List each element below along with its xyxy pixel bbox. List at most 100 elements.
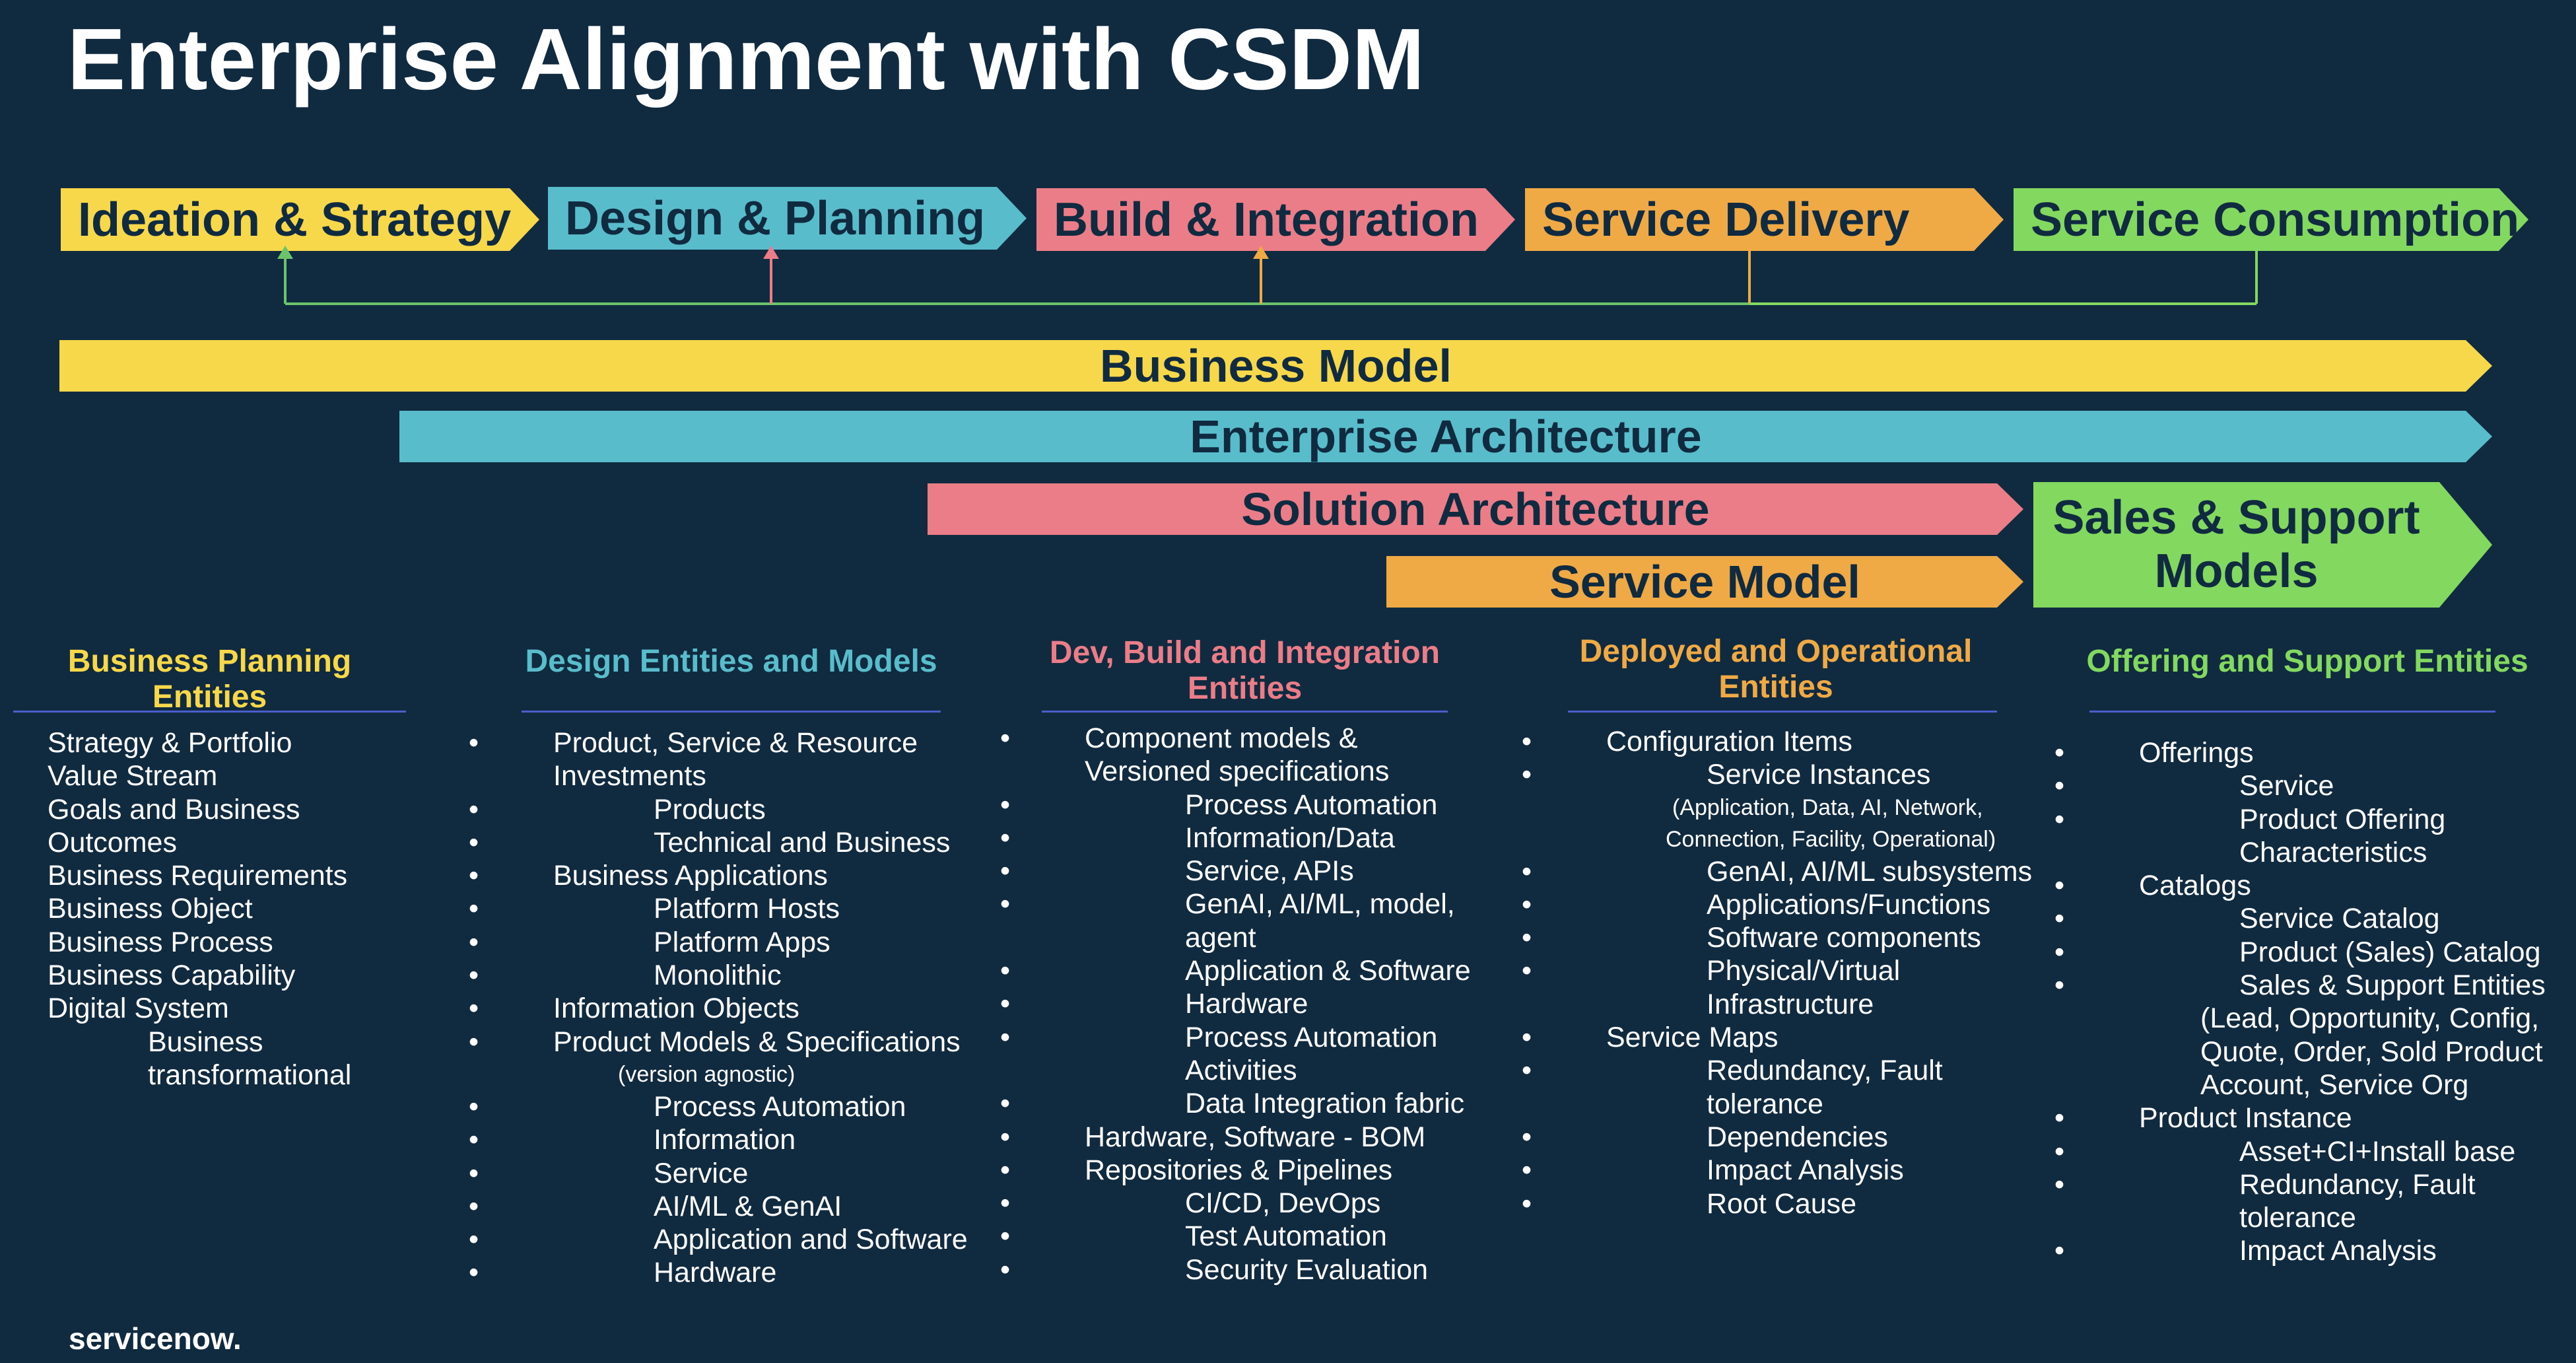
page-title: Enterprise Alignment with CSDM — [67, 11, 1425, 108]
list-item: Goals and Business — [1, 793, 351, 826]
list-item-continuation: Investments — [553, 760, 706, 792]
list-item: Component models & — [1000, 722, 1471, 755]
heading-text: Entities — [1187, 670, 1303, 706]
heading-text: Offering and Support Entities — [2086, 644, 2528, 679]
list-subitem: Technical and Business — [469, 826, 968, 860]
list-item-continuation: Account, Service Org — [2200, 1068, 2469, 1101]
list-item-continuation: (Lead, Opportunity, Config, — [2200, 1002, 2540, 1035]
phase-design-planning: Design & Planning — [548, 187, 1027, 250]
list-subitem: Applications/Functions — [1522, 888, 2032, 922]
list-subitem: Hardware — [1000, 987, 1471, 1021]
list-subitem: Process Automation — [469, 1090, 968, 1124]
entity-list-dev-build: Component models & Versioned specificati… — [1000, 722, 1471, 1287]
list-subitem: Business — [1, 1026, 351, 1059]
servicenow-logo: servicenow. — [69, 1321, 242, 1356]
list-subitem: Security Evaluation — [1000, 1253, 1471, 1287]
list-item: Configuration Items — [1522, 725, 2032, 759]
list-subitem: AI/ML & GenAI — [469, 1190, 968, 1224]
band-label: Models — [2154, 545, 2319, 598]
band-business-model: Business Model — [59, 340, 2492, 392]
list-item-continuation: tolerance — [1707, 1088, 1823, 1120]
list-subitem: Service, APIs — [1000, 855, 1471, 888]
list-subitem: Information/Data — [1000, 821, 1471, 855]
list-subitem: Physical/Virtual — [1522, 954, 2032, 988]
phase-label: Build & Integration — [1054, 193, 1479, 246]
list-item-continuation: Infrastructure — [1707, 988, 1874, 1020]
list-subitem: CI/CD, DevOps — [1000, 1187, 1471, 1220]
entity-list-offering: Offerings Service Product Offering Chara… — [2054, 736, 2546, 1268]
list-subitem: Process Automation — [1000, 788, 1471, 822]
heading-text: Dev, Build and Integration — [1049, 635, 1441, 670]
feedback-loop-connectors — [277, 246, 2258, 305]
list-item-continuation: Outcomes — [48, 826, 177, 858]
list-item: Hardware, Software - BOM — [1000, 1121, 1471, 1154]
phase-label: Design & Planning — [565, 192, 986, 245]
list-item: Business Capability — [1, 959, 351, 992]
band-label: Sales & Support — [2052, 491, 2420, 545]
phase-ideation-strategy: Ideation & Strategy — [61, 188, 539, 251]
list-note: Connection, Facility, Operational) — [1666, 826, 1996, 852]
list-subitem: GenAI, AI/ML, model, — [1000, 888, 1471, 921]
list-note: (Application, Data, AI, Network, — [1672, 794, 1983, 820]
heading-text: Business Planning Entities — [67, 644, 352, 715]
list-item: Service Maps — [1522, 1021, 2032, 1055]
column-heading-deployed: Deployed and Operational Entities — [1551, 634, 2000, 705]
list-item: Business Applications — [469, 859, 968, 893]
list-item: Catalogs — [2054, 869, 2546, 903]
heading-text: Entities — [1718, 669, 1833, 705]
entity-list-design: Product, Service & Resource Investments … — [469, 726, 968, 1290]
list-subitem: Product (Sales) Catalog — [2054, 936, 2546, 969]
heading-divider — [1042, 711, 1448, 713]
list-subitem: Hardware — [469, 1256, 968, 1290]
list-subitem: Service — [2054, 769, 2546, 803]
phase-label: Ideation & Strategy — [78, 193, 512, 246]
list-subitem: Platform Hosts — [469, 892, 968, 926]
entity-list-deployed: Configuration Items Service Instances (A… — [1522, 725, 2032, 1221]
band-label: Business Model — [1100, 340, 1452, 392]
list-item: Product Instance — [2054, 1101, 2546, 1135]
arrowhead-up — [763, 246, 779, 259]
list-subitem: Test Automation — [1000, 1220, 1471, 1253]
list-subitem: Product Offering — [2054, 803, 2546, 837]
list-item: Digital System — [1, 992, 351, 1025]
list-subitem: Process Automation — [1000, 1021, 1471, 1055]
list-subitem: Root Cause — [1522, 1187, 2032, 1221]
column-heading-offering: Offering and Support Entities — [2080, 644, 2535, 680]
list-item: Business Requirements — [1, 859, 351, 892]
list-item-continuation: Versioned specifications — [1085, 755, 1390, 788]
list-subitem: Impact Analysis — [1522, 1154, 2032, 1187]
arrowhead-up — [1253, 246, 1269, 259]
list-subitem: Redundancy, Fault — [1522, 1054, 2032, 1088]
column-heading-dev-build: Dev, Build and Integration Entities — [1042, 635, 1448, 707]
list-item: Strategy & Portfolio — [1, 726, 351, 759]
list-note: (version agnostic) — [618, 1061, 796, 1087]
heading-text: Design Entities and Models — [525, 644, 937, 679]
list-subitem: Impact Analysis — [2054, 1234, 2546, 1268]
band-label: Enterprise Architecture — [1190, 411, 1702, 462]
phase-service-delivery: Service Delivery — [1525, 188, 2004, 251]
list-subitem: Sales & Support Entities — [2054, 969, 2546, 1002]
list-subitem: Products — [469, 793, 968, 827]
list-item: Information Objects — [469, 992, 968, 1026]
list-subitem: Application and Software — [469, 1223, 968, 1257]
heading-text: Deployed and Operational — [1579, 634, 1973, 669]
list-item: Offerings — [2054, 736, 2546, 770]
arrowhead-up — [277, 246, 293, 259]
heading-divider — [13, 711, 406, 713]
phase-build-integration: Build & Integration — [1036, 188, 1515, 251]
list-subitem: Redundancy, Fault — [2054, 1168, 2546, 1202]
band-service-model: Service Model — [1386, 556, 2023, 608]
list-item: Business Process — [1, 926, 351, 959]
list-subitem: Service Catalog — [2054, 902, 2546, 936]
list-subitem: Asset+CI+Install base — [2054, 1135, 2546, 1169]
column-heading-design: Design Entities and Models — [522, 644, 941, 680]
list-subitem: Platform Apps — [469, 926, 968, 960]
list-item: Value Stream — [1, 759, 351, 792]
entity-list-business-planning: Strategy & Portfolio Value Stream Goals … — [1, 726, 351, 1092]
band-enterprise-architecture: Enterprise Architecture — [399, 411, 2492, 462]
list-item: Business Object — [1, 892, 351, 925]
list-subitem: Dependencies — [1522, 1121, 2032, 1154]
column-heading-business-planning: Business Planning Entities — [13, 644, 406, 715]
list-subitem: Service Instances — [1522, 758, 2032, 792]
list-item-continuation: transformational — [148, 1059, 352, 1091]
